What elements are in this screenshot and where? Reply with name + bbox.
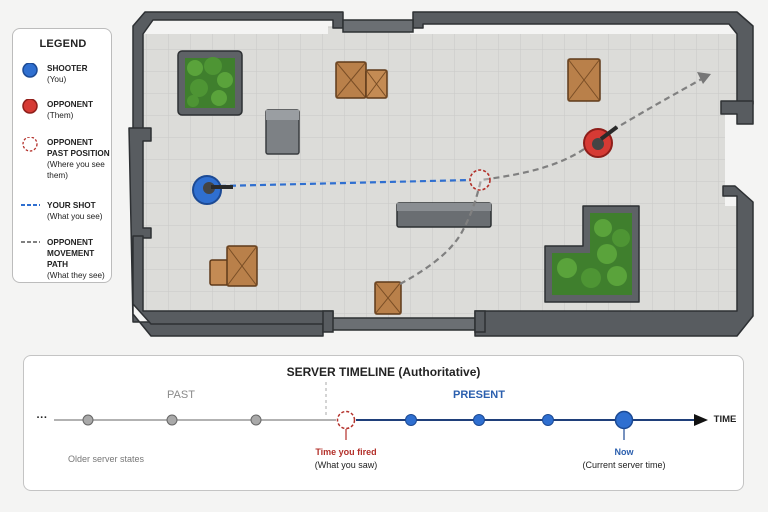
shooter-marker: [192, 175, 233, 205]
legend-title: LEGEND: [39, 38, 87, 50]
arena-wall-bottom-gap: [324, 317, 484, 331]
blue-dashed-line-icon: [21, 204, 40, 206]
crate-top-right: [567, 58, 601, 102]
crate-group-top: [335, 61, 388, 99]
time-axis-label: TIME: [713, 414, 737, 425]
now-marker: [614, 410, 634, 430]
legend-sublabel: (What they see): [47, 271, 105, 280]
shooter-dot-icon: [22, 63, 38, 78]
past-label: PAST: [167, 389, 195, 401]
planter-bottom-right: [544, 205, 640, 303]
crate-bottom-middle: [374, 281, 402, 315]
low-wall-center: [396, 202, 492, 228]
timeline-arrowhead: [694, 414, 708, 426]
arena-wall-top-gap: [342, 19, 414, 33]
opponent-past-position: [469, 169, 491, 191]
legend-sublabel: (Them): [47, 111, 74, 120]
arena-map: [128, 11, 754, 337]
older-states-label: Older server states: [67, 454, 145, 464]
present-state-marker: [473, 414, 485, 426]
legend-label: OPPONENT MOVEMENT PATH: [47, 238, 95, 269]
opponent-movement-path: [399, 75, 708, 285]
legend-sublabel: (You): [47, 75, 67, 84]
legend-label: SHOOTER: [47, 64, 88, 73]
arena-wall-pillar-bottom-right: [474, 310, 486, 333]
arena-wall-top-left: [132, 11, 344, 134]
legend-label: YOUR SHOT: [47, 201, 96, 210]
opponent-marker: [583, 125, 619, 158]
timeline-title: SERVER TIMELINE (Authoritative): [286, 365, 481, 379]
crate-group-bottom-left: [209, 245, 258, 287]
legend-sublabel: (What you see): [47, 212, 103, 221]
now-sublabel: (Current server time): [582, 460, 666, 470]
arena-wall-bottom-right: [474, 185, 754, 337]
past-state-marker: [166, 414, 178, 426]
opponent-dot-icon: [22, 99, 38, 114]
timeline-ellipsis: ···: [36, 412, 48, 424]
present-state-marker: [542, 414, 554, 426]
legend-label: OPPONENT: [47, 100, 93, 109]
past-state-marker: [82, 414, 94, 426]
past-state-marker: [250, 414, 262, 426]
present-state-marker: [405, 414, 417, 426]
your-shot-line: [219, 178, 471, 188]
concrete-block: [265, 109, 300, 155]
gray-dashed-line-icon: [21, 241, 40, 243]
legend-panel: LEGEND SHOOTER (You) OPPONENT (Them) OPP…: [12, 28, 112, 283]
past-position-ring-icon: [22, 137, 38, 152]
legend-sublabel: (Where you see them): [47, 160, 105, 180]
now-label: Now: [614, 447, 634, 457]
arena-wall-right-notch: [720, 100, 754, 125]
legend-label: OPPONENT PAST POSITION: [47, 138, 110, 158]
fired-sublabel: (What you saw): [314, 460, 378, 470]
server-timeline-panel: SERVER TIMELINE (Authoritative) PAST PRE…: [23, 355, 744, 491]
fired-label: Time you fired: [315, 447, 377, 457]
present-label: PRESENT: [453, 389, 505, 401]
timeline-graphic: [54, 382, 708, 440]
path-arrowhead: [697, 72, 711, 84]
arena-wall-bottom-left: [132, 235, 334, 325]
arena-wall-pillar-bottom-left: [322, 310, 334, 333]
planter-top-left: [177, 50, 243, 116]
fired-time-marker: [336, 410, 356, 430]
